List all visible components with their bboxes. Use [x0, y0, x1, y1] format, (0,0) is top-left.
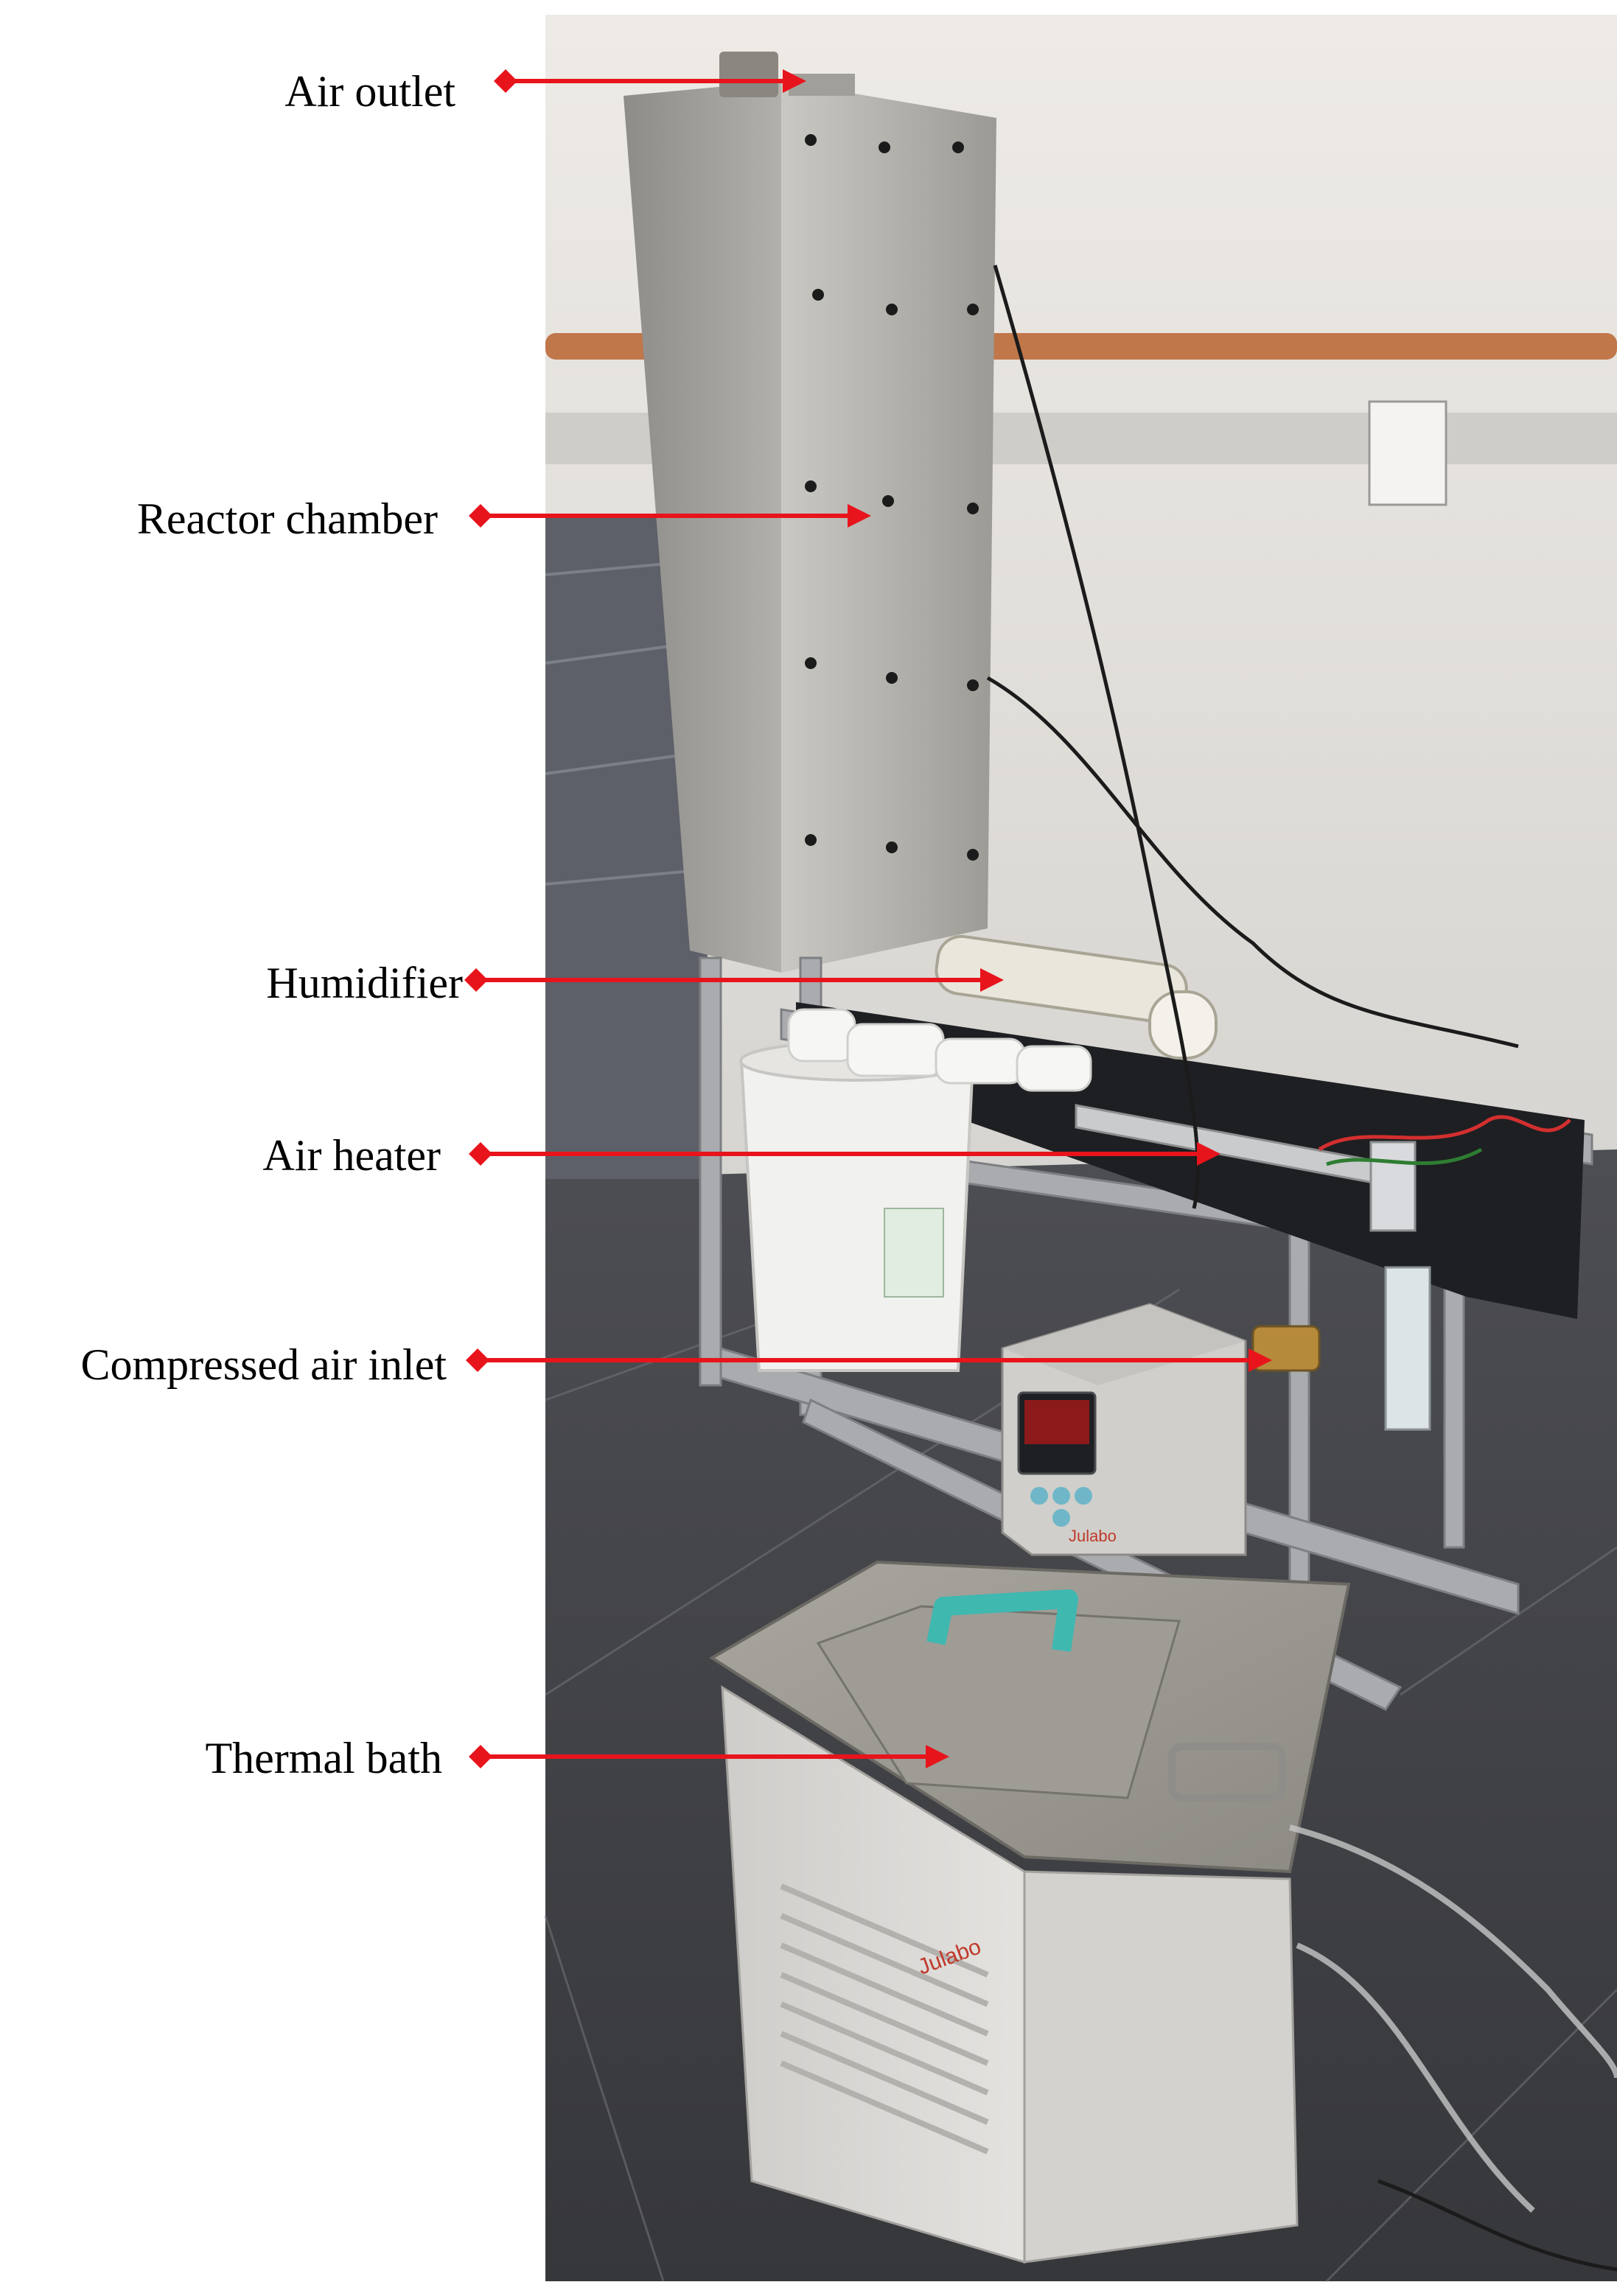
label-text: Reactor chamber	[137, 494, 438, 543]
chamber-front-panel	[781, 81, 996, 973]
arrow-head	[848, 504, 871, 528]
bath-side-handle	[1168, 1743, 1286, 1802]
chamber-side-panel	[624, 81, 781, 973]
cables	[986, 265, 1617, 2272]
air-heater	[1075, 1104, 1571, 1232]
thermal-bath: Julabo	[709, 1560, 1351, 2264]
label-thermal-bath: Thermal bath	[205, 1734, 949, 1782]
label-compressed-air-inlet: Compressed air inlet	[80, 1340, 1272, 1389]
air-outlet-top-cap	[789, 74, 855, 96]
chamber-bolts	[805, 134, 979, 861]
bath-lid	[816, 1605, 1181, 1799]
bath-vents	[780, 1883, 989, 2155]
label-humidifier: Humidifier	[266, 959, 1004, 1007]
label-text: Air heater	[262, 1131, 441, 1180]
hoses	[1288, 1824, 1617, 2213]
bath-body-side	[1023, 1870, 1299, 2264]
compressed-air-inlet	[1251, 1266, 1431, 1431]
controller-keypad	[1030, 1487, 1092, 1527]
bath-handle	[926, 1589, 1078, 1652]
arrow-head	[783, 69, 806, 93]
label-air-heater: Air heater	[262, 1131, 1220, 1180]
label-air-outlet: Air outlet	[284, 67, 806, 116]
insulation-wrap	[787, 1008, 1092, 1092]
annotations: Air outlet Reactor chamber Humidifier Ai…	[80, 67, 1272, 1782]
arrow-head	[1197, 1142, 1220, 1166]
humidifier	[935, 934, 1218, 1060]
reactor-chamber	[624, 52, 996, 973]
arrow-head	[926, 1745, 949, 1768]
label-text: Humidifier	[266, 959, 463, 1007]
arrow-head	[980, 968, 1004, 992]
white-bucket	[739, 1040, 975, 1372]
label-reactor-chamber: Reactor chamber	[137, 494, 871, 543]
label-text: Thermal bath	[205, 1734, 442, 1782]
air-outlet-fitting	[719, 52, 778, 97]
arrow-head	[1248, 1348, 1272, 1372]
label-text: Compressed air inlet	[80, 1340, 447, 1389]
controller-brand: Julabo	[1069, 1527, 1117, 1545]
bath-controller: Julabo	[1001, 1303, 1247, 1556]
label-text: Air outlet	[284, 67, 455, 116]
wall-outlet	[1368, 400, 1447, 506]
photo: Julabo Julabo	[544, 15, 1617, 2283]
